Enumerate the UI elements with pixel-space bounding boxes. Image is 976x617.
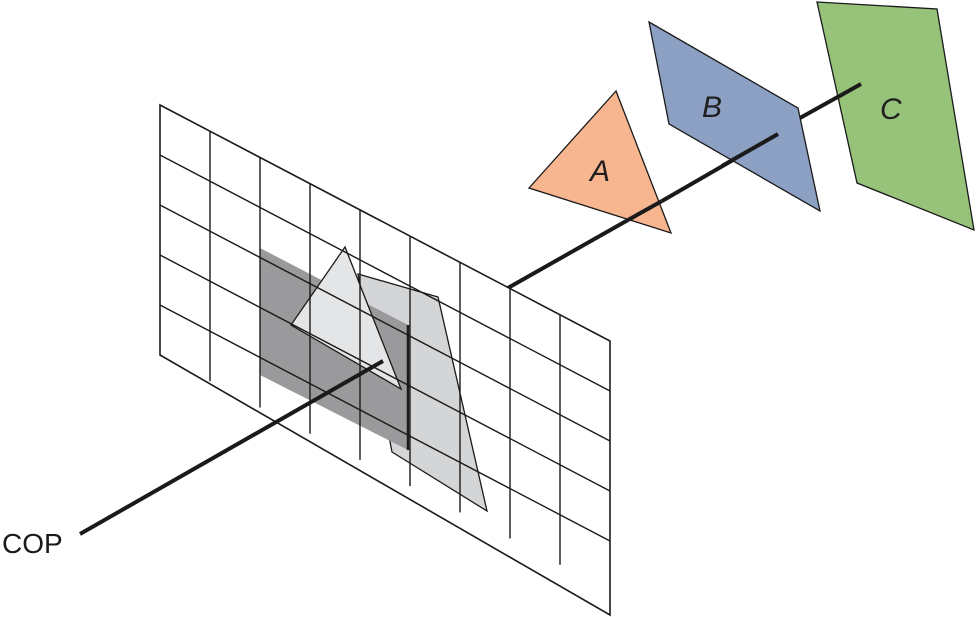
grid-row-line [159, 204, 611, 442]
cop-label: COP [2, 528, 63, 559]
grid-row-line [159, 154, 611, 392]
grid-row-line [159, 304, 611, 542]
shape-a-label: A [588, 155, 610, 188]
shape-c-label: C [880, 93, 902, 126]
view-ray-through-a [627, 199, 663, 222]
image-plane-border [159, 103, 611, 617]
image-plane-grid [159, 131, 611, 565]
image-plane [159, 103, 611, 617]
projection-a [290, 245, 403, 391]
shape-b-quad [648, 20, 821, 213]
view-ray-through-c [835, 82, 862, 100]
shape-c-quad [816, 1, 975, 232]
grid-row-line [159, 254, 611, 492]
shape-a-triangle [527, 89, 673, 235]
shape-b-label: B [702, 91, 722, 124]
view-ray-from-cop [79, 359, 384, 536]
view-ray-to-a [491, 218, 629, 299]
view-ray-through-b [721, 132, 779, 168]
